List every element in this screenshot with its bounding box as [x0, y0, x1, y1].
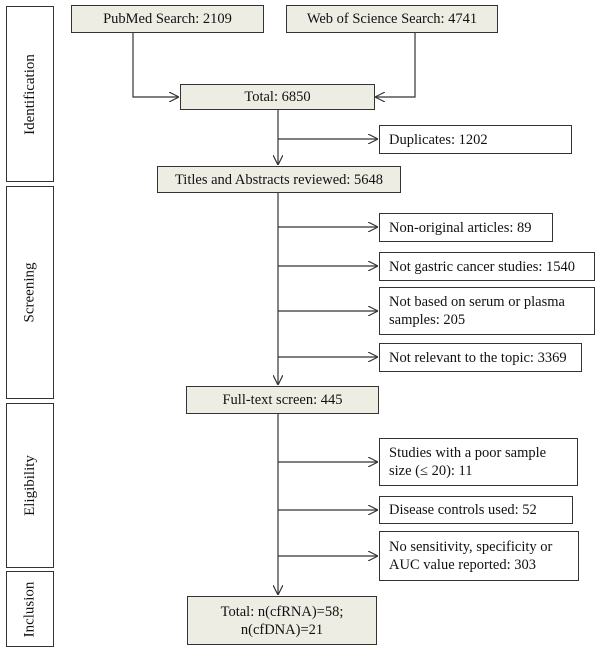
node-pubmed-search: PubMed Search: 2109 — [71, 5, 264, 33]
arrow-pubmed-total — [132, 33, 178, 97]
node-final-total-line1: Total: n(cfRNA)=58; — [220, 603, 344, 620]
node-not-serum-line1: Not based on serum or plasma — [389, 294, 565, 310]
node-non-original-text: Non-original articles: 89 — [389, 219, 532, 236]
stage-inclusion-label: Inclusion — [21, 581, 38, 637]
node-fulltext-screen-text: Full-text screen: 445 — [222, 392, 343, 408]
node-duplicates: Duplicates: 1202 — [379, 125, 572, 154]
node-not-gastric: Not gastric cancer studies: 1540 — [379, 252, 595, 281]
node-final-total-line2: n(cfDNA)=21 — [240, 621, 324, 638]
node-poor-sample: Studies with a poor sample size (≤ 20): … — [379, 438, 578, 486]
node-not-serum: Not based on serum or plasma samples: 20… — [379, 287, 595, 335]
node-final-total: Total: n(cfRNA)=58; n(cfDNA)=21 — [187, 596, 377, 645]
node-total-text: Total: 6850 — [244, 89, 311, 105]
stage-eligibility-label: Eligibility — [21, 455, 38, 516]
node-no-sensitivity-line2: AUC value reported: 303 — [389, 557, 536, 573]
node-no-sensitivity: No sensitivity, specificity or AUC value… — [379, 531, 579, 581]
node-total: Total: 6850 — [180, 84, 375, 110]
node-disease-controls-text: Disease controls used: 52 — [389, 502, 537, 518]
node-poor-sample-line1: Studies with a poor sample — [389, 445, 547, 461]
node-wos-search-text: Web of Science Search: 4741 — [306, 11, 478, 27]
node-disease-controls: Disease controls used: 52 — [379, 496, 573, 524]
stage-identification-label: Identification — [21, 53, 38, 135]
node-duplicates-text: Duplicates: 1202 — [389, 131, 488, 148]
node-poor-sample-line2: size (≤ 20): 11 — [389, 463, 473, 479]
node-titles-abstracts-text: Titles and Abstracts reviewed: 5648 — [174, 171, 384, 188]
node-titles-abstracts: Titles and Abstracts reviewed: 5648 — [157, 166, 401, 193]
node-non-original: Non-original articles: 89 — [379, 213, 553, 242]
stage-screening: Screening — [6, 186, 54, 399]
node-pubmed-search-text: PubMed Search: 2109 — [103, 11, 232, 27]
node-not-gastric-text: Not gastric cancer studies: 1540 — [389, 258, 576, 275]
stage-identification: Identification — [6, 6, 54, 182]
node-not-relevant: Not relevant to the topic: 3369 — [379, 343, 582, 372]
stage-screening-label: Screening — [21, 262, 38, 323]
node-not-relevant-text: Not relevant to the topic: 3369 — [389, 349, 567, 366]
stage-eligibility: Eligibility — [6, 403, 54, 568]
node-not-serum-line2: samples: 205 — [389, 312, 466, 328]
node-wos-search: Web of Science Search: 4741 — [286, 5, 498, 33]
stage-inclusion: Inclusion — [6, 571, 54, 647]
node-no-sensitivity-line1: No sensitivity, specificity or — [389, 539, 553, 555]
arrow-wos-total — [376, 33, 416, 97]
node-fulltext-screen: Full-text screen: 445 — [186, 386, 379, 414]
